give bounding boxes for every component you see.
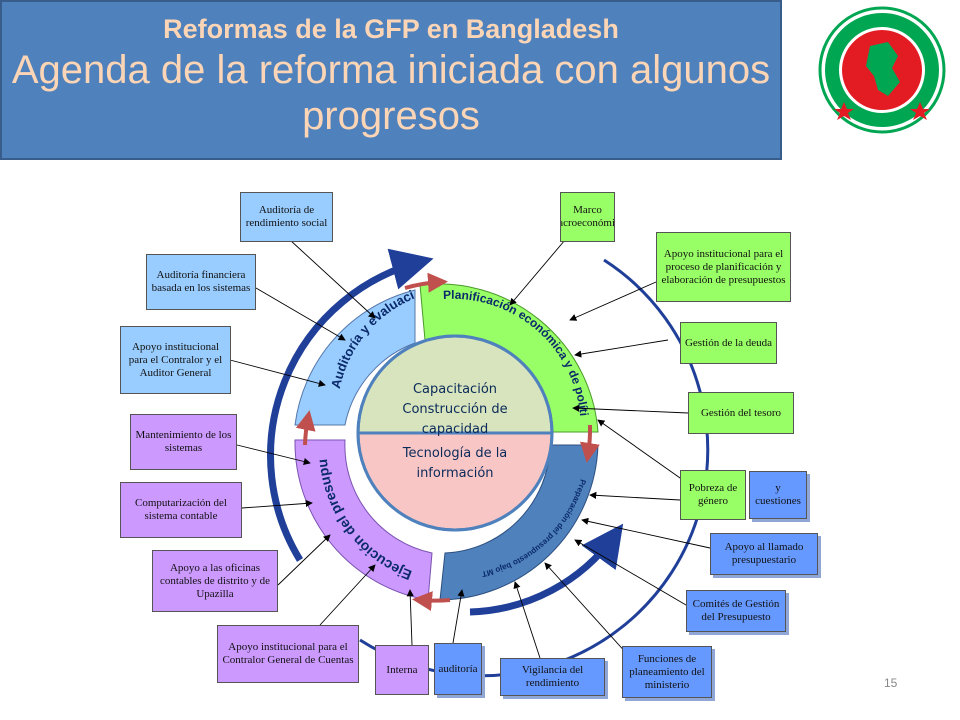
connector-lines	[229, 239, 711, 659]
box-mantenimiento-sistemas: Mantenimiento de los sistemas	[130, 414, 237, 470]
bangladesh-government-seal-icon	[818, 6, 946, 134]
slide-subtitle: Reformas de la GFP en Bangladesh	[163, 14, 619, 44]
center-circle	[356, 334, 554, 532]
box-tesoro: Gestión del tesoro	[688, 392, 794, 434]
box-marco: Marco macroeconómico	[560, 192, 615, 242]
box-computarizacion: Computarización del sistema contable	[120, 482, 242, 538]
box-auditoria: auditoría	[434, 643, 482, 695]
sector-execution	[294, 439, 433, 601]
box-cuestiones: y cuestiones	[749, 471, 807, 519]
page-number: 15	[884, 676, 898, 690]
box-vigilancia: Vigilancia del rendimiento	[500, 658, 605, 696]
box-interna: Interna	[375, 645, 429, 695]
center-bottom-text: Tecnología de la información	[402, 446, 508, 481]
box-funciones: Funciones de planeamiento del ministerio	[622, 646, 712, 698]
slide-title: Agenda de la reforma iniciada con alguno…	[11, 48, 771, 138]
box-apoyo-oficinas: Apoyo a las oficinas contables de distri…	[152, 550, 278, 612]
box-apoyo-planificacion: Apoyo institucional para el proceso de p…	[656, 232, 791, 302]
center-top-text: Capacitación Construcción de capacidad	[402, 382, 508, 437]
box-deuda: Gestión de la deuda	[680, 322, 777, 364]
box-apoyo-llamado: Apoyo al llamado presupuestario	[710, 533, 818, 575]
box-auditoria-financiera: Auditoría financiera basada en los siste…	[146, 254, 256, 310]
box-apoyo-contralor-cuentas: Apoyo institucional para el Contralor Ge…	[217, 625, 359, 683]
box-comites: Comités de Gestión del Presupuesto	[686, 590, 786, 632]
box-auditoria-rendimiento-social: Auditoría de rendimiento social	[240, 192, 333, 242]
sector-audit	[294, 289, 416, 426]
title-banner: Reformas de la GFP en Bangladesh Agenda …	[0, 0, 782, 160]
box-apoyo-contralor-auditor: Apoyo institucional para el Contralor y …	[120, 326, 231, 394]
box-pobreza: Pobreza de género	[680, 470, 746, 520]
inner-cycle-arrows	[295, 272, 600, 612]
